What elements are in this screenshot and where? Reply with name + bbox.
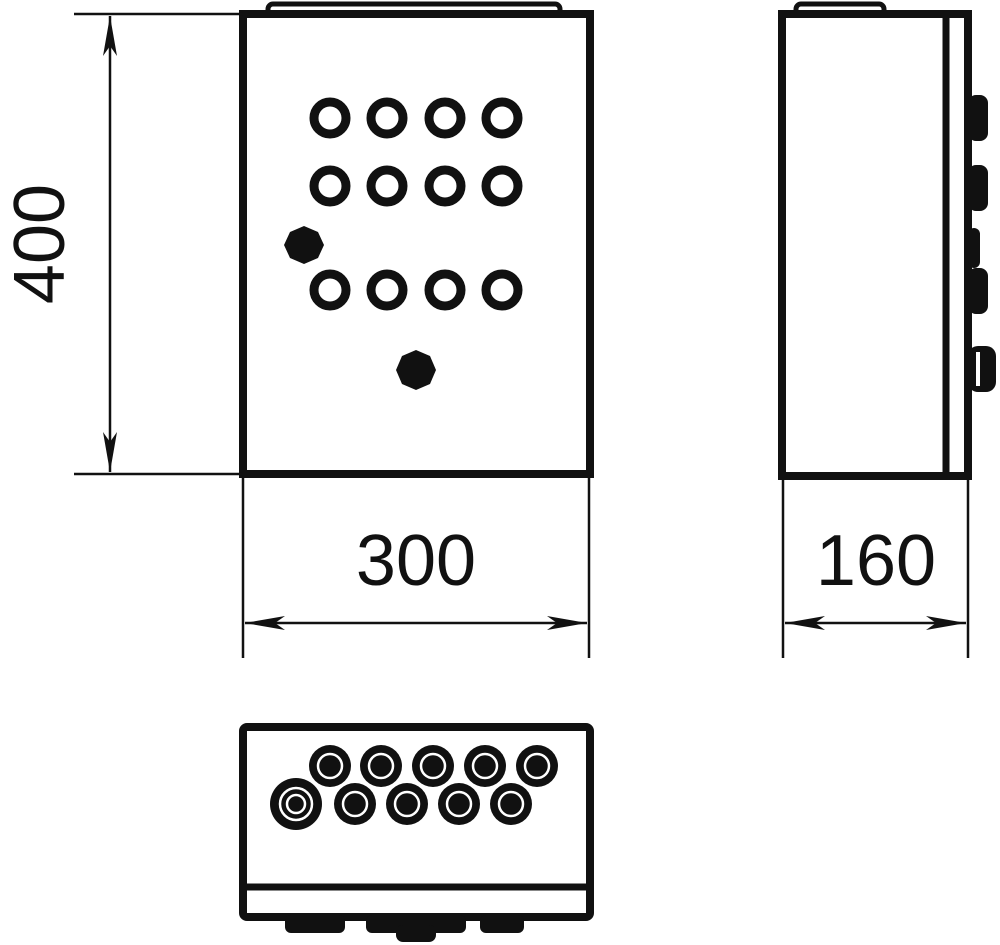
solid-plug [396,350,436,390]
cable-gland-hole [309,97,351,139]
bottom-foot [480,915,524,933]
cable-gland-hole [309,165,351,207]
bottom-gland [490,783,532,825]
bottom-glands-row-2 [270,778,532,830]
cable-gland-hole [366,269,408,311]
bottom-gland [360,745,402,787]
side-view [778,1,996,480]
solid-plug [284,226,324,264]
side-gland [968,346,996,392]
cable-gland-hole [366,97,408,139]
bottom-foot [366,915,466,933]
cable-gland-hole [366,165,408,207]
bottom-gland [309,745,351,787]
side-gland [968,95,988,141]
width-label: 300 [356,521,476,601]
cable-gland-hole [481,165,523,207]
bottom-glands-row-1 [309,745,558,787]
bottom-view [239,723,594,942]
side-glands [968,95,996,392]
bottom-gland [412,745,454,787]
side-body [778,10,972,480]
bottom-foot [396,925,436,942]
cable-gland-hole [481,97,523,139]
bottom-gland-large [270,778,322,830]
bottom-gland [334,783,376,825]
depth-label: 160 [816,521,936,601]
bottom-gland [464,745,506,787]
cable-gland-hole [424,165,466,207]
bottom-gland [386,783,428,825]
bottom-feet [285,915,524,942]
side-gland [968,268,988,314]
side-gland [968,228,980,268]
bottom-gland [438,783,480,825]
height-label: 400 [0,184,80,304]
cable-gland-hole [309,269,351,311]
side-gland [968,165,988,211]
bottom-foot [285,915,345,933]
depth-dimension [781,480,970,658]
front-holes-row-1 [309,97,523,139]
cable-gland-hole [481,269,523,311]
front-holes-row-3 [309,269,523,311]
cable-gland-hole [424,269,466,311]
bottom-gland [516,745,558,787]
height-dimension [74,12,243,476]
front-view [239,1,594,478]
width-dimension [241,478,591,658]
front-holes-row-2 [309,165,523,207]
cable-gland-hole [424,97,466,139]
